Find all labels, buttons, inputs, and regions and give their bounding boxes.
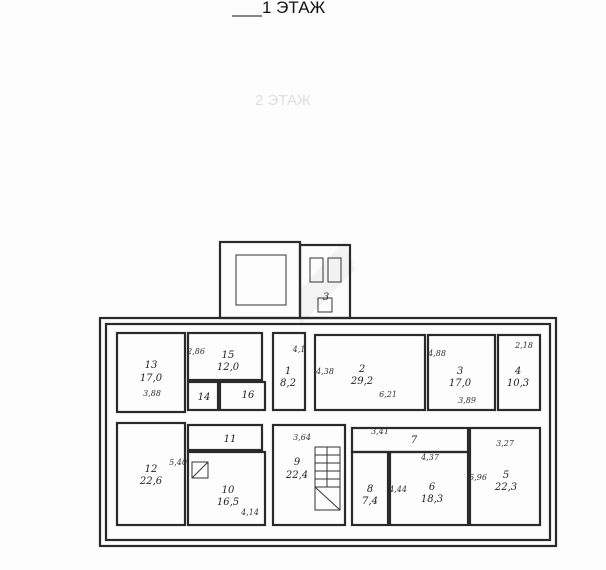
ghost-floor-title: 2 ЭТАЖ bbox=[255, 92, 311, 109]
staircase bbox=[314, 446, 341, 511]
room-no: 1 bbox=[285, 366, 291, 377]
svg-text:5,40: 5,40 bbox=[169, 458, 187, 467]
room-area: 22,6 bbox=[139, 476, 163, 487]
room-no: 16 bbox=[242, 390, 255, 401]
room-no: 4 bbox=[514, 366, 521, 377]
svg-text:3,89: 3,89 bbox=[458, 396, 476, 405]
room-labels: 13 17,0 15 12,0 14 16 1 8,2 2 29,2 3 17,… bbox=[139, 292, 529, 508]
svg-text:3,27: 3,27 bbox=[496, 439, 515, 448]
svg-text:4,88: 4,88 bbox=[427, 349, 446, 358]
room-area: 10,3 bbox=[507, 378, 529, 389]
svg-text:4,37: 4,37 bbox=[420, 453, 440, 462]
room-no: 13 bbox=[145, 360, 158, 371]
room-area: 7,4 bbox=[362, 496, 378, 507]
room-area: 8,2 bbox=[280, 378, 296, 389]
room-no: 12 bbox=[145, 464, 158, 475]
rooms bbox=[115, 331, 542, 527]
dimension-labels: 3,88 2,86 4,1 4,38 6,21 3,89 4,88 2,18 3… bbox=[143, 341, 533, 517]
room-no: 11 bbox=[224, 434, 237, 445]
svg-text:3,64: 3,64 bbox=[293, 433, 311, 442]
room-area: 16,5 bbox=[217, 497, 239, 508]
room-no: 3 bbox=[323, 292, 329, 303]
room-area: 29,2 bbox=[350, 376, 373, 387]
svg-text:5,96: 5,96 bbox=[469, 473, 487, 482]
svg-text:2,86: 2,86 bbox=[186, 347, 205, 356]
svg-text:3,88: 3,88 bbox=[143, 389, 161, 398]
svg-text:4,44: 4,44 bbox=[388, 485, 407, 494]
room-no: 8 bbox=[367, 484, 373, 495]
room-area: 22,4 bbox=[285, 470, 308, 481]
svg-text:3,41: 3,41 bbox=[371, 427, 389, 436]
room-no: 6 bbox=[429, 482, 436, 493]
room-area: 22,3 bbox=[494, 482, 517, 493]
room-area: 17,0 bbox=[140, 373, 163, 384]
floor-title: 1 ЭТАЖ bbox=[262, 0, 326, 17]
room-no: 15 bbox=[222, 350, 235, 361]
svg-text:4,38: 4,38 bbox=[315, 367, 334, 376]
room-no: 10 bbox=[222, 485, 235, 496]
room-no: 2 bbox=[358, 364, 365, 375]
svg-text:4,14: 4,14 bbox=[240, 508, 259, 517]
room-no: 7 bbox=[411, 435, 418, 446]
svg-text:4,1: 4,1 bbox=[292, 345, 306, 354]
svg-text:2,18: 2,18 bbox=[514, 341, 533, 350]
room-area: 12,0 bbox=[217, 362, 240, 373]
room-area: 18,3 bbox=[421, 494, 443, 505]
room-area: 17,0 bbox=[449, 378, 472, 389]
room-no: 14 bbox=[198, 392, 211, 403]
room-no: 9 bbox=[294, 457, 301, 468]
svg-text:6,21: 6,21 bbox=[379, 390, 397, 399]
room-no: 3 bbox=[457, 366, 463, 377]
room-no: 5 bbox=[503, 470, 509, 481]
walls bbox=[98, 240, 558, 548]
